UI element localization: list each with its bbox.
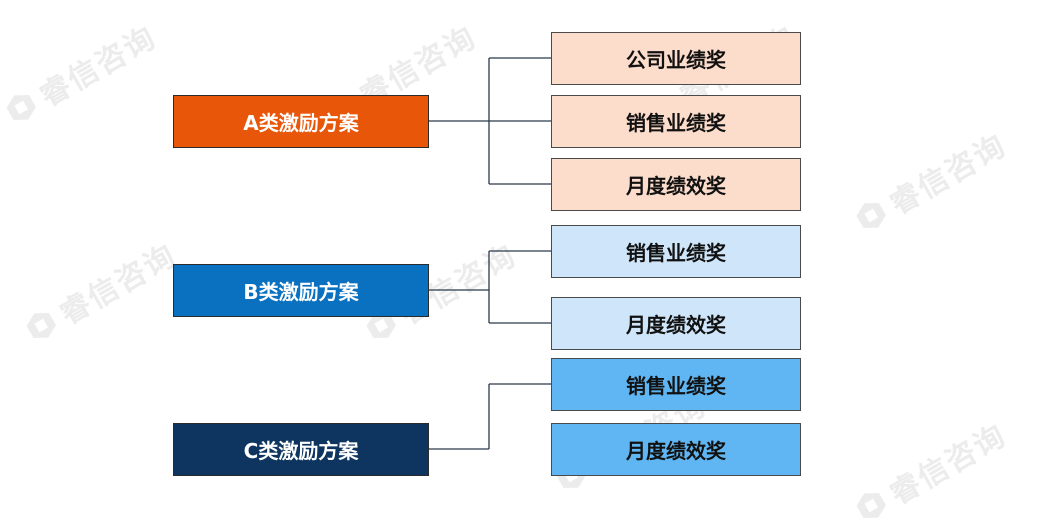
award-box: 月度绩效奖 bbox=[551, 423, 801, 476]
award-box: 销售业绩奖 bbox=[551, 358, 801, 411]
award-label: 销售业绩奖 bbox=[626, 111, 726, 135]
plan-label: B类激励方案 bbox=[243, 280, 359, 304]
award-label: 月度绩效奖 bbox=[626, 313, 726, 337]
connector-group-b bbox=[429, 250, 551, 324]
award-box: 销售业绩奖 bbox=[551, 225, 801, 278]
plan-label: A类激励方案 bbox=[243, 111, 359, 135]
award-box: 公司业绩奖 bbox=[551, 32, 801, 85]
plan-box-b: B类激励方案 bbox=[173, 264, 429, 317]
award-box: 销售业绩奖 bbox=[551, 95, 801, 148]
plan-box-a: A类激励方案 bbox=[173, 95, 429, 148]
award-label: 销售业绩奖 bbox=[626, 241, 726, 265]
plan-label: C类激励方案 bbox=[243, 439, 359, 463]
plan-box-c: C类激励方案 bbox=[173, 423, 429, 476]
award-box: 月度绩效奖 bbox=[551, 297, 801, 350]
award-label: 月度绩效奖 bbox=[626, 174, 726, 198]
diagram-canvas: 睿信咨询 睿信咨询 睿信咨询 睿信咨询 睿信咨询 睿信咨询 睿信咨询 睿信咨询 bbox=[6, 20, 1013, 519]
award-box: 月度绩效奖 bbox=[551, 158, 801, 211]
award-label: 公司业绩奖 bbox=[626, 48, 726, 72]
award-label: 月度绩效奖 bbox=[626, 439, 726, 463]
award-label: 销售业绩奖 bbox=[626, 374, 726, 398]
connector-group-a bbox=[429, 57, 551, 185]
connector-group-c bbox=[429, 383, 551, 450]
connector-lines bbox=[429, 57, 551, 450]
